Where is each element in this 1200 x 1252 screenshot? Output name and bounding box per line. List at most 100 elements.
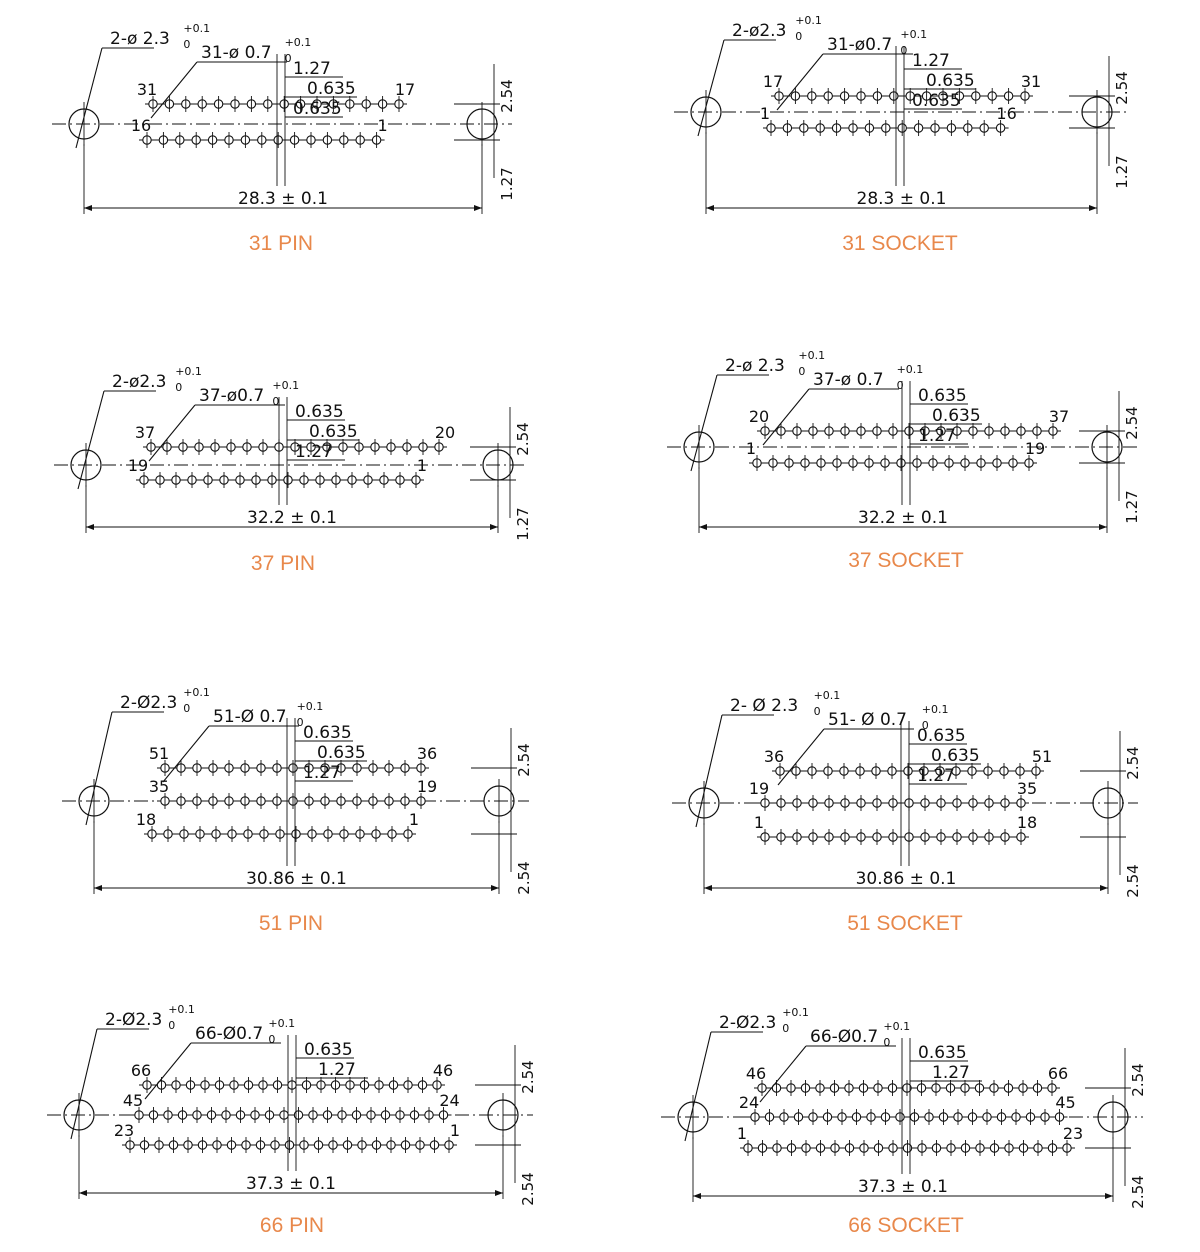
tolerance-lower-label: 0 [795, 30, 802, 43]
pitch-label: 0.635 [912, 91, 961, 111]
row-start-number: 1 [746, 439, 756, 458]
contact-hole-label: 37-ø0.7 [199, 386, 264, 406]
row-spacing-label: 1.27 [1123, 490, 1141, 523]
contact-leader-line [162, 725, 210, 783]
row-start-number: 66 [131, 1061, 151, 1080]
tolerance-lower-label: 0 [782, 1022, 789, 1035]
tolerance-upper-label: +0.1 [297, 700, 324, 713]
mount-hole-label: 2-ø 2.3 [725, 356, 785, 376]
mount-leader-line [85, 711, 113, 826]
row-spacing-label: 2.54 [1113, 71, 1131, 104]
row-start-number: 19 [128, 456, 148, 475]
contact-hole-label: 31-ø 0.7 [201, 43, 272, 63]
drawing-caption: 66 PIN [260, 1214, 324, 1237]
row-start-number: 23 [114, 1121, 134, 1140]
mount-leader-line [77, 390, 105, 490]
drawing-caption: 31 SOCKET [842, 232, 958, 255]
pitch-label: 0.635 [918, 1043, 967, 1063]
row-start-number: 1 [754, 813, 764, 832]
mount-hole-label: 2-ø2.3 [732, 21, 786, 41]
mount-leader-line [70, 1028, 98, 1140]
tolerance-upper-label: +0.1 [798, 349, 825, 362]
row-start-number: 36 [764, 747, 784, 766]
tolerance-lower-label: 0 [175, 381, 182, 394]
tolerance-upper-label: +0.1 [900, 28, 927, 41]
tolerance-upper-label: +0.1 [168, 1003, 195, 1016]
tolerance-lower-label: 0 [183, 38, 190, 51]
row-spacing-label: 2.54 [1123, 406, 1141, 439]
row-start-number: 18 [136, 810, 156, 829]
contact-row: 36 51 [764, 747, 1052, 779]
row-end-number: 45 [1055, 1093, 1075, 1112]
overall-width-label: 37.3 ± 0.1 [246, 1174, 336, 1194]
mount-hole-label: 2-Ø2.3 [719, 1013, 776, 1033]
dimension-arrow-icon [474, 205, 482, 211]
mount-leader-line [690, 374, 718, 472]
row-start-number: 16 [131, 116, 151, 135]
overall-width-label: 30.86 ± 0.1 [246, 869, 347, 889]
row-end-number: 66 [1048, 1064, 1068, 1083]
pitch-label: 0.635 [307, 79, 356, 99]
row-end-number: 23 [1063, 1124, 1083, 1143]
tolerance-lower-label: 0 [272, 395, 279, 408]
pitch-label: 1.27 [303, 763, 341, 783]
tolerance-upper-label: +0.1 [897, 363, 924, 376]
contact-leader-line [150, 61, 198, 119]
row-spacing-label: 2.54 [515, 743, 533, 776]
dimension-arrow-icon [94, 885, 102, 891]
row-end-number: 35 [1017, 779, 1037, 798]
contact-leader-line [759, 1045, 807, 1103]
tolerance-upper-label: +0.1 [183, 22, 210, 35]
row-end-number: 24 [439, 1091, 459, 1110]
mount-hole-label: 2- Ø 2.3 [730, 696, 798, 716]
pitch-label: 0.635 [317, 743, 366, 763]
contact-hole-label: 66-Ø0.7 [810, 1027, 878, 1047]
row-spacing-label: 2.54 [1129, 1175, 1147, 1208]
drawing-caption: 66 SOCKET [848, 1214, 964, 1237]
mount-hole-label: 2-ø2.3 [112, 372, 166, 392]
dimension-arrow-icon [706, 205, 714, 211]
pitch-label: 1.27 [918, 426, 956, 446]
row-spacing-label: 2.54 [1124, 746, 1142, 779]
pitch-label: 0.635 [931, 746, 980, 766]
mount-leader-line [697, 39, 725, 137]
row-start-number: 20 [749, 407, 769, 426]
pitch-label: 1.27 [917, 766, 955, 786]
dimension-arrow-icon [1089, 205, 1097, 211]
row-start-number: 46 [746, 1064, 766, 1083]
mount-hole-label: 2-ø 2.3 [110, 29, 170, 49]
pitch-label: 1.27 [295, 442, 333, 462]
contact-hole-label: 37-ø 0.7 [813, 370, 884, 390]
pitch-label: 1.27 [932, 1063, 970, 1083]
dimension-arrow-icon [79, 1190, 87, 1196]
mount-hole-label: 2-Ø2.3 [105, 1010, 162, 1030]
row-spacing-label: 1.27 [498, 167, 516, 200]
row-end-number: 51 [1032, 747, 1052, 766]
tolerance-upper-label: +0.1 [183, 686, 210, 699]
row-spacing-label: 2.54 [519, 1060, 537, 1093]
dimension-arrow-icon [1105, 1193, 1113, 1199]
dimension-arrow-icon [490, 524, 498, 530]
overall-width-label: 30.86 ± 0.1 [856, 869, 957, 889]
contact-row: 46 66 [746, 1064, 1068, 1096]
overall-width-label: 32.2 ± 0.1 [247, 508, 337, 528]
dimension-arrow-icon [84, 205, 92, 211]
row-end-number: 31 [1021, 72, 1041, 91]
tolerance-upper-label: +0.1 [922, 703, 949, 716]
row-start-number: 31 [137, 80, 157, 99]
pitch-label: 1.27 [318, 1060, 356, 1080]
